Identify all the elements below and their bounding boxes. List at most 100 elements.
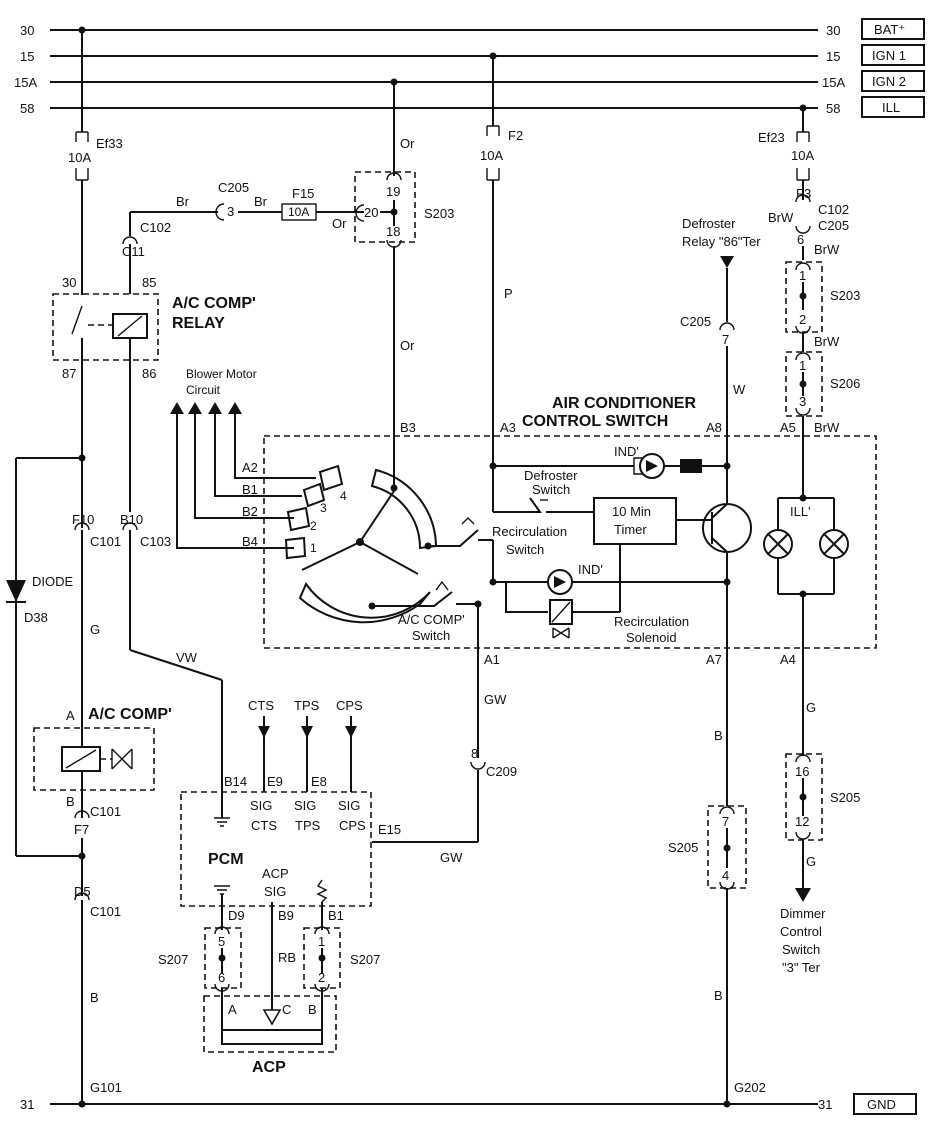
wire-w: W xyxy=(733,382,746,397)
wire-gw-1: GW xyxy=(484,692,507,707)
rail-15-right: 15 xyxy=(826,49,840,64)
ill-label: ILL' xyxy=(790,504,811,519)
defrost-resistor xyxy=(680,459,702,473)
wire-or-3: Or xyxy=(400,338,415,353)
defroster-relay-line2: Relay "86"Ter xyxy=(682,234,761,249)
compressor-pin-b: B xyxy=(66,794,75,809)
ac-comp-switch-line1: A/C COMP' xyxy=(398,612,465,627)
wire-br-2: Br xyxy=(254,194,268,209)
wire-or-2: Or xyxy=(400,136,415,151)
rail-30-left: 30 xyxy=(20,23,34,38)
conn-c102-b: C102 xyxy=(818,202,849,217)
recirc-solenoid-line2: Solenoid xyxy=(626,630,677,645)
blower-contact-4 xyxy=(318,464,344,492)
wire-b-3: B xyxy=(714,988,723,1003)
power-rails: 30 15 15A 58 31 30 15 15A 58 31 BAT⁺ IGN… xyxy=(14,18,925,1115)
pcm-pin-b14: B14 xyxy=(224,774,247,789)
conn-c205-c: C205 xyxy=(680,314,711,329)
wire-gw-2: GW xyxy=(440,850,463,865)
control-switch-title-2: CONTROL SWITCH xyxy=(522,413,668,430)
ground-g202: G202 xyxy=(734,1080,766,1095)
diode-label: DIODE xyxy=(32,574,74,589)
tag-ill-box xyxy=(861,96,925,118)
blower-contact-3 xyxy=(302,482,326,508)
left-circuit: Ef33 10A 30 85 87 86 A/C COMP' RELAY C11… xyxy=(6,30,364,1104)
compressor-box xyxy=(33,727,155,791)
pcm-input-cts: CTS xyxy=(248,698,274,713)
conn-c101-c: C101 xyxy=(90,904,121,919)
rotary-wiper xyxy=(301,487,419,575)
blower-contact-2 xyxy=(286,506,311,532)
pcm-block: CTS TPS CPS B14 E9 E8 SIG CTS SIG TPS SI… xyxy=(158,698,380,1076)
wire-b-1: B xyxy=(90,990,99,1005)
fuse-ef23-name: Ef23 xyxy=(758,130,785,145)
wire-vw: VW xyxy=(176,650,198,665)
conn-f7: F7 xyxy=(74,822,89,837)
pcm-pin-d9: D9 xyxy=(228,908,245,923)
dimmer-arrow xyxy=(795,888,811,902)
conn-c209: C209 xyxy=(486,764,517,779)
s203-top-label: S203 xyxy=(424,206,454,221)
switch-pin-a8: A8 xyxy=(706,420,722,435)
s203-right-label: S203 xyxy=(830,288,860,303)
defroster-switch-line2: Switch xyxy=(532,482,570,497)
s207-right-pin-2: 2 xyxy=(318,970,325,985)
pcm-pin-e8: E8 xyxy=(311,774,327,789)
tag-ign1: IGN 1 xyxy=(872,48,906,63)
switch-pin-b4: B4 xyxy=(242,534,258,549)
blower-line1: Blower Motor xyxy=(186,367,257,381)
s203-splice: Or 19 20 18 S203 Or B3 xyxy=(354,82,454,488)
gw-line: GW 8 C209 GW E15 xyxy=(372,660,517,865)
wire-or-1: Or xyxy=(332,216,347,231)
acp-wiper-arrow xyxy=(262,1009,282,1026)
s203-pin-19: 19 xyxy=(386,184,400,199)
recirc-switch-line1: Recirculation xyxy=(492,524,567,539)
blower-line2: Circuit xyxy=(186,383,221,397)
s206-pin-1: 1 xyxy=(799,358,806,373)
s207-left-pin-5: 5 xyxy=(218,934,225,949)
defroster-switch-line1: Defroster xyxy=(524,468,578,483)
blower-arrow-1 xyxy=(170,402,184,414)
pcm-sig-2: SIG xyxy=(294,798,316,813)
rail-31-right: 31 xyxy=(818,1097,832,1112)
s207-right-pin-1: 1 xyxy=(318,934,325,949)
recirc-solenoid-line1: Recirculation xyxy=(614,614,689,629)
pcm-pin-e9: E9 xyxy=(267,774,283,789)
acp-pin-b: B xyxy=(308,1002,317,1017)
wire-brw-1: BrW xyxy=(768,210,794,225)
compressor-pin-a: A xyxy=(66,708,75,723)
pcm-sig-cts: CTS xyxy=(251,818,277,833)
relay-pin-30: 30 xyxy=(62,275,76,290)
a7-ground-line: B 7 4 S205 B G202 xyxy=(668,582,766,1104)
timer-line1: 10 Min xyxy=(612,504,651,519)
fuse-ef23-rating: 10A xyxy=(791,148,814,163)
fuse-ef33-name: Ef33 xyxy=(96,136,123,151)
diode-symbol xyxy=(6,580,26,602)
pcm-pin-e15: E15 xyxy=(378,822,401,837)
conn-pin-7: 7 xyxy=(722,332,729,347)
tag-gnd: GND xyxy=(867,1097,896,1112)
s203-pin-20: 20 xyxy=(364,205,378,220)
ac-comp-switch-line2: Switch xyxy=(412,628,450,643)
pcm-acp-1: ACP xyxy=(262,866,289,881)
transistor xyxy=(702,503,752,553)
defroster-feed: Defroster Relay "86"Ter C205 7 W A8 xyxy=(680,216,761,466)
pcm-input-tps: TPS xyxy=(294,698,320,713)
tag-bat-box xyxy=(861,18,925,40)
pcm-sig-1: SIG xyxy=(250,798,272,813)
s205-right-pin-16: 16 xyxy=(795,764,809,779)
conn-c205-pin3: 3 xyxy=(227,204,234,219)
pcm-pin-b1: B1 xyxy=(328,908,344,923)
fuse-f15-rating: 10A xyxy=(288,205,309,219)
relay-box xyxy=(52,293,159,361)
relay-pin-87: 87 xyxy=(62,366,76,381)
tag-ign2-box xyxy=(861,70,925,92)
compressor-clutch-symbol xyxy=(111,748,133,770)
pcm-pin-b9: B9 xyxy=(278,908,294,923)
recirc-switch-line2: Switch xyxy=(506,542,544,557)
acp-pin-a: A xyxy=(228,1002,237,1017)
acp-pin-c: C xyxy=(282,1002,291,1017)
s205-left-pin-7: 7 xyxy=(722,814,729,829)
s203-top-box xyxy=(354,171,416,243)
conn-c205-b: C205 xyxy=(818,218,849,233)
